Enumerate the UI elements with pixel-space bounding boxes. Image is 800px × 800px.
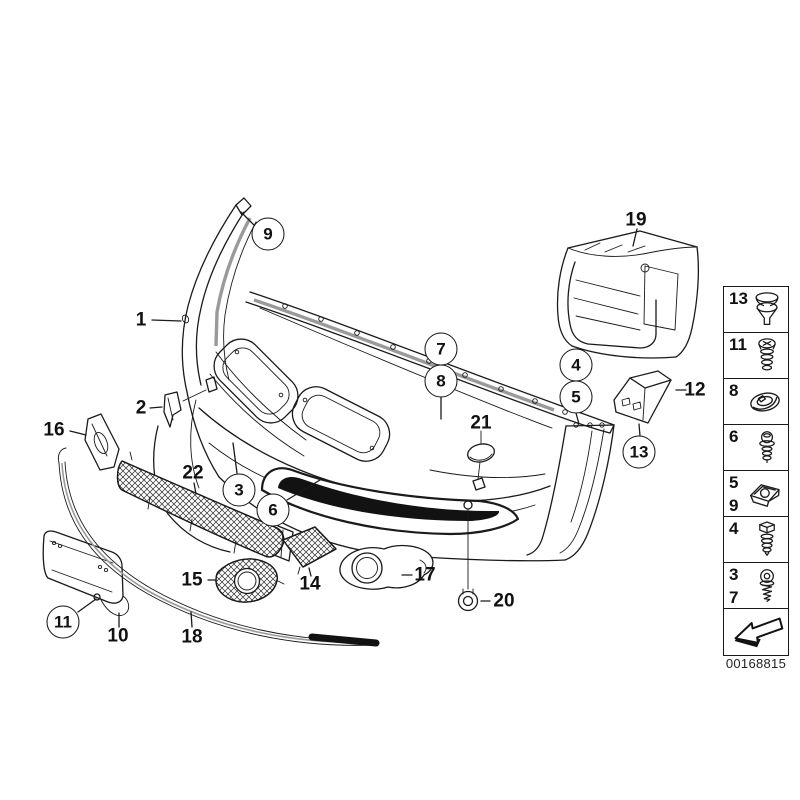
legend-number: 6	[729, 427, 739, 446]
callout-9[interactable]: 9	[251, 217, 285, 251]
legend-number: 3	[729, 565, 739, 584]
license-plate-base-part	[42, 530, 130, 616]
grommet-icon	[750, 392, 780, 412]
callout-14[interactable]: 14	[299, 573, 321, 595]
leader-lines	[69, 211, 687, 628]
legend-item-3-7[interactable]: 3 7	[723, 562, 789, 610]
strip-clip-marks	[282, 303, 568, 415]
washer-screw-icon	[759, 431, 775, 464]
side-grille-part	[282, 526, 337, 575]
legend-number: 11	[729, 335, 747, 354]
callout-22[interactable]: 22	[182, 462, 204, 484]
fog-light-grille-part	[215, 558, 285, 603]
legend-item-arrow[interactable]	[723, 608, 789, 656]
fog-lamp-housing-part	[339, 544, 434, 590]
callout-4[interactable]: 4	[559, 348, 593, 382]
legend-item-11[interactable]: 11	[723, 332, 789, 380]
callout-5[interactable]: 5	[559, 380, 593, 414]
callout-2[interactable]: 2	[135, 397, 147, 419]
direction-arrow-icon	[734, 617, 784, 648]
legend-number: 8	[729, 381, 739, 400]
side-bracket-part	[84, 413, 120, 471]
brake-air-duct-part	[556, 230, 700, 359]
callout-10[interactable]: 10	[107, 625, 129, 647]
legend-item-13[interactable]: 13	[723, 286, 789, 334]
headlight-washer-cover-part	[467, 430, 495, 491]
callout-12[interactable]: 12	[684, 379, 706, 401]
diagram-part-number: 00168815	[725, 656, 787, 671]
callout-20[interactable]: 20	[493, 590, 515, 612]
clip-nut-icon	[750, 484, 780, 507]
kidney-grille-openings	[213, 338, 391, 462]
hex-screw-icon	[759, 521, 775, 556]
legend-item-6[interactable]: 6	[723, 424, 789, 472]
callout-16[interactable]: 16	[43, 419, 65, 441]
legend-item-4[interactable]: 4	[723, 516, 789, 564]
callout-19[interactable]: 19	[625, 209, 647, 231]
legend-number: 5	[729, 473, 739, 492]
callout-18[interactable]: 18	[181, 626, 203, 648]
callout-6[interactable]: 6	[256, 493, 290, 527]
lower-trim-strip-part	[57, 447, 380, 647]
callout-15[interactable]: 15	[181, 569, 203, 591]
legend-item-8[interactable]: 8	[723, 378, 789, 426]
callout-13[interactable]: 13	[622, 435, 656, 469]
callout-21[interactable]: 21	[470, 412, 492, 434]
legend-number: 7	[729, 588, 739, 607]
fastener-legend: 13 11 8	[723, 286, 789, 656]
callout-11[interactable]: 11	[46, 605, 80, 639]
legend-item-5-9[interactable]: 5 9	[723, 470, 789, 518]
legend-number: 13	[729, 289, 748, 308]
callout-8[interactable]: 8	[424, 364, 458, 398]
fastening-nut-part	[457, 509, 479, 612]
legend-number: 9	[729, 496, 739, 515]
callout-1[interactable]: 1	[135, 309, 147, 331]
callout-3[interactable]: 3	[222, 473, 256, 507]
callout-17[interactable]: 17	[414, 564, 436, 586]
rivet-icon	[755, 292, 779, 326]
callout-7[interactable]: 7	[424, 332, 458, 366]
support-bracket-part	[613, 370, 672, 424]
center-grille-part	[116, 451, 294, 562]
front-bumper-trim-part	[153, 197, 615, 562]
pan-head-screw-icon	[758, 338, 776, 371]
legend-number: 4	[729, 519, 739, 538]
torx-screw-icon	[759, 569, 775, 602]
retaining-clip-part	[163, 391, 182, 428]
